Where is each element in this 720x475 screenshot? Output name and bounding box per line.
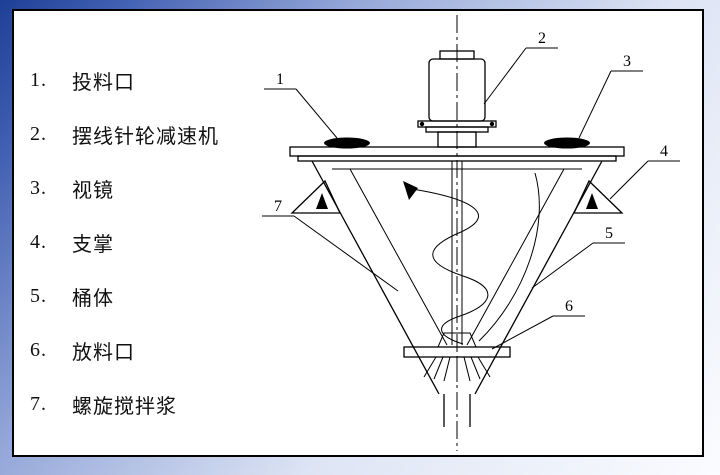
legend-label: 支掌 <box>72 233 114 256</box>
svg-text:4: 4 <box>660 143 668 160</box>
legend-label: 摆线针轮减速机 <box>72 125 219 148</box>
legend-label: 螺旋搅拌浆 <box>72 395 177 418</box>
legend-item-7: 7. 螺旋搅拌浆 <box>30 377 219 431</box>
legend-number: 5. <box>30 284 47 307</box>
legend-number: 3. <box>30 176 47 199</box>
legend-number: 1. <box>30 68 47 91</box>
svg-text:2: 2 <box>538 30 546 47</box>
legend-number: 4. <box>30 230 47 253</box>
callout-4: 4 <box>609 143 680 200</box>
callout-6: 6 <box>491 298 585 350</box>
callout-1: 1 <box>264 71 338 139</box>
legend-item-4: 4. 支掌 <box>30 215 219 269</box>
legend-number: 2. <box>30 122 47 145</box>
legend-item-1: 1. 投料口 <box>30 53 219 107</box>
svg-text:3: 3 <box>623 53 631 70</box>
discharge-outlet-drawing <box>403 332 511 427</box>
feed-inlet-drawing <box>324 137 370 149</box>
mixer-diagram: 1 2 3 4 5 <box>262 15 680 451</box>
diagram-panel: 1. 投料口 2. 摆线针轮减速机 3. 视镜 4. 支掌 5. 桶体 6. 放… <box>12 9 704 457</box>
lid-drawing <box>289 146 625 162</box>
legend-label: 视镜 <box>72 179 114 202</box>
legend-label: 桶体 <box>72 287 114 310</box>
callout-5: 5 <box>531 225 625 289</box>
svg-text:7: 7 <box>274 198 282 215</box>
callout-3: 3 <box>578 53 643 139</box>
cone-body-drawing <box>311 160 603 395</box>
svg-text:6: 6 <box>565 298 573 315</box>
svg-text:5: 5 <box>605 225 613 242</box>
legend-item-5: 5. 桶体 <box>30 269 219 323</box>
motor-reducer-drawing <box>417 50 497 148</box>
legend-list: 1. 投料口 2. 摆线针轮减速机 3. 视镜 4. 支掌 5. 桶体 6. 放… <box>30 53 219 431</box>
legend-item-6: 6. 放料口 <box>30 323 219 377</box>
support-right-drawing <box>572 179 624 214</box>
legend-item-3: 3. 视镜 <box>30 161 219 215</box>
legend-number: 6. <box>30 338 47 361</box>
sight-glass-drawing <box>544 137 590 149</box>
support-left-drawing <box>290 179 342 214</box>
legend-item-2: 2. 摆线针轮减速机 <box>30 107 219 161</box>
legend-number: 7. <box>30 392 47 415</box>
callout-2: 2 <box>483 30 558 105</box>
legend-label: 放料口 <box>72 341 135 364</box>
legend-label: 投料口 <box>72 71 135 94</box>
helix-agitator-drawing <box>403 172 540 345</box>
callout-7: 7 <box>262 198 399 292</box>
svg-text:1: 1 <box>276 71 284 88</box>
